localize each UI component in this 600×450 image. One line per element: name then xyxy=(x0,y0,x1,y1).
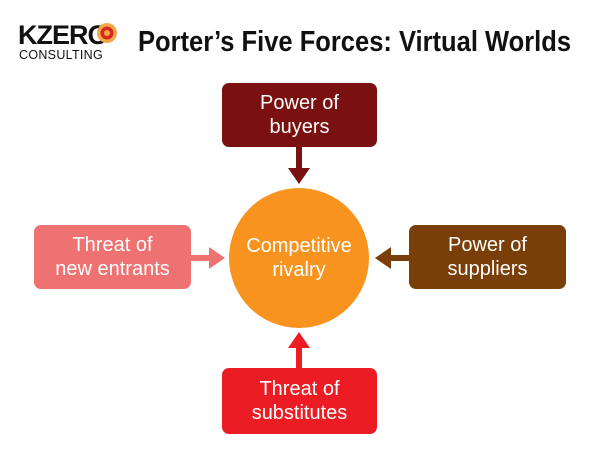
node-threat-of-substitutes: Threat of substitutes xyxy=(222,368,377,434)
arrow-suppliers-to-rivalry xyxy=(375,247,409,269)
logo-subtitle: CONSULTING xyxy=(19,48,104,62)
arrow-buyers-to-rivalry xyxy=(288,147,310,184)
node-threat-of-new-entrants: Threat of new entrants xyxy=(34,225,191,289)
node-competitive-rivalry: Competitive rivalry xyxy=(229,188,369,328)
page-title: Porter’s Five Forces: Virtual Worlds xyxy=(138,26,572,58)
kzero-logo: KZERO CONSULTING xyxy=(18,22,118,62)
node-power-of-suppliers: Power of suppliers xyxy=(409,225,566,289)
arrow-entrants-to-rivalry xyxy=(191,247,225,269)
node-power-of-buyers: Power of buyers xyxy=(222,83,377,147)
target-icon xyxy=(97,23,117,43)
arrow-substitutes-to-rivalry xyxy=(288,332,310,368)
logo-wordmark: KZERO xyxy=(18,20,108,50)
